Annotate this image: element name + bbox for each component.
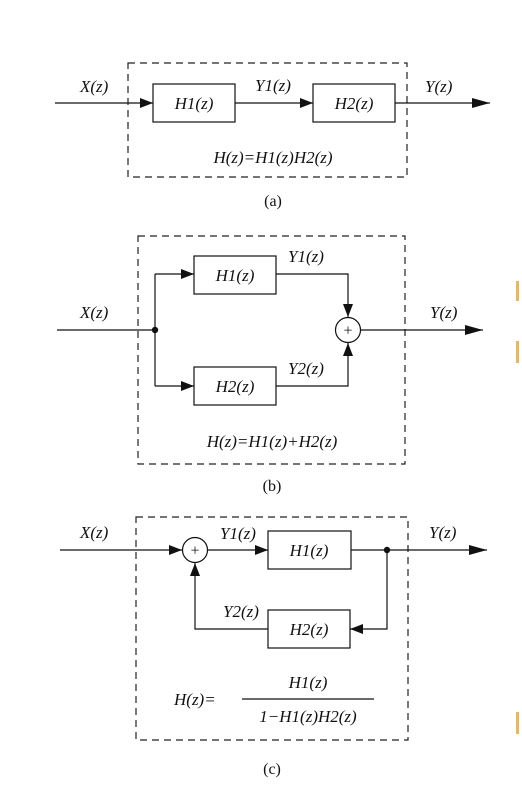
diagram-c-input-label: X(z) xyxy=(79,523,109,542)
page-edge-marks xyxy=(516,281,519,734)
diagram-a-input-label: X(z) xyxy=(79,77,109,96)
diagram-b-output-arrow xyxy=(465,325,483,335)
diagram-c-feedback-arrow xyxy=(350,624,363,634)
diagram-a-formula: H(z)=H1(z)H2(z) xyxy=(212,148,332,167)
diagram-b-y2-path xyxy=(276,343,349,387)
diagram-b-input-label: X(z) xyxy=(79,303,109,322)
diagram-c-formula-prefix: H(z)= xyxy=(173,690,216,709)
diagram-c-formula-denominator: 1−H1(z)H2(z) xyxy=(259,707,357,726)
edge-mark-2 xyxy=(516,341,519,363)
diagram-b-y1-path xyxy=(276,273,349,317)
diagram-c-caption: (c) xyxy=(263,761,281,778)
diagram-b-formula: H(z)=H1(z)+H2(z) xyxy=(206,432,338,451)
diagram-c-y1-label: Y1(z) xyxy=(220,524,256,543)
diagram-b-y1-arrow xyxy=(343,304,353,317)
diagram-c-formula-numerator: H1(z) xyxy=(288,673,328,692)
diagram-a-mid-signal-label: Y1(z) xyxy=(255,76,291,95)
diagram-b-upper-branch-arrow xyxy=(181,269,194,279)
diagram-b-lower-branch-arrow xyxy=(181,381,194,391)
edge-mark-1 xyxy=(516,281,519,301)
diagram-c-return-arrow xyxy=(190,563,200,576)
diagram-b-block1-label: H1(z) xyxy=(215,266,255,285)
diagram-c-forward-arrow xyxy=(255,545,268,555)
diagram-a-output-arrow xyxy=(472,98,490,108)
diagram-b-sum-symbol: + xyxy=(343,323,352,340)
diagram-c-output-arrow xyxy=(469,545,487,555)
diagram-a-block-h2 xyxy=(312,83,396,123)
diagram-b-summing-junction xyxy=(334,316,362,344)
diagram-a: X(z) H1(z) Y1(z) H2(z) Y(z) H(z)=H1(z)H2… xyxy=(55,62,490,210)
diagram-a-mid-arrow xyxy=(300,98,313,108)
diagram-c-system-boundary xyxy=(135,516,409,741)
diagram-b-block-h2 xyxy=(193,366,277,406)
diagram-c-output-label: Y(z) xyxy=(429,523,457,542)
diagram-a-system-boundary xyxy=(127,62,408,178)
diagram-b-caption: (b) xyxy=(263,478,282,495)
diagram-c-block-h1 xyxy=(267,530,352,570)
diagram-c-summing-junction xyxy=(181,536,209,564)
diagram-a-output-label: Y(z) xyxy=(425,77,453,96)
diagram-c-block1-label: H1(z) xyxy=(289,541,329,560)
edge-mark-3 xyxy=(516,712,519,734)
diagram-b: + X(z) H1(z) H2(z) Y1(z) Y2(z) Y(z) H(z)… xyxy=(57,235,483,495)
diagram-c-block-h2 xyxy=(267,609,351,649)
diagram-b-block-h1 xyxy=(193,255,277,295)
diagram-b-output-label: Y(z) xyxy=(430,303,458,322)
diagram-b-system-boundary xyxy=(137,235,406,465)
diagram-c-y2-label: Y2(z) xyxy=(223,602,259,621)
diagram-a-block1-label: H1(z) xyxy=(174,94,214,113)
diagram-c-return-path xyxy=(194,563,268,630)
diagram-c: + X(z) Y1(z) H1(z) Y2(z) H2(z) Y(z) H(z)… xyxy=(60,516,487,778)
diagram-c-feedback-path xyxy=(350,550,388,630)
diagram-b-y2-arrow xyxy=(343,343,353,356)
diagram-c-input-arrow xyxy=(169,545,182,555)
diagram-a-caption: (a) xyxy=(264,193,282,210)
diagram-a-input-arrow xyxy=(140,98,153,108)
diagram-b-y2-label: Y2(z) xyxy=(288,359,324,378)
diagram-b-y1-label: Y1(z) xyxy=(288,247,324,266)
diagram-c-sum-symbol: + xyxy=(190,543,199,560)
diagram-b-block2-label: H2(z) xyxy=(215,377,255,396)
diagram-a-block2-label: H2(z) xyxy=(334,94,374,113)
diagram-c-block2-label: H2(z) xyxy=(289,620,329,639)
